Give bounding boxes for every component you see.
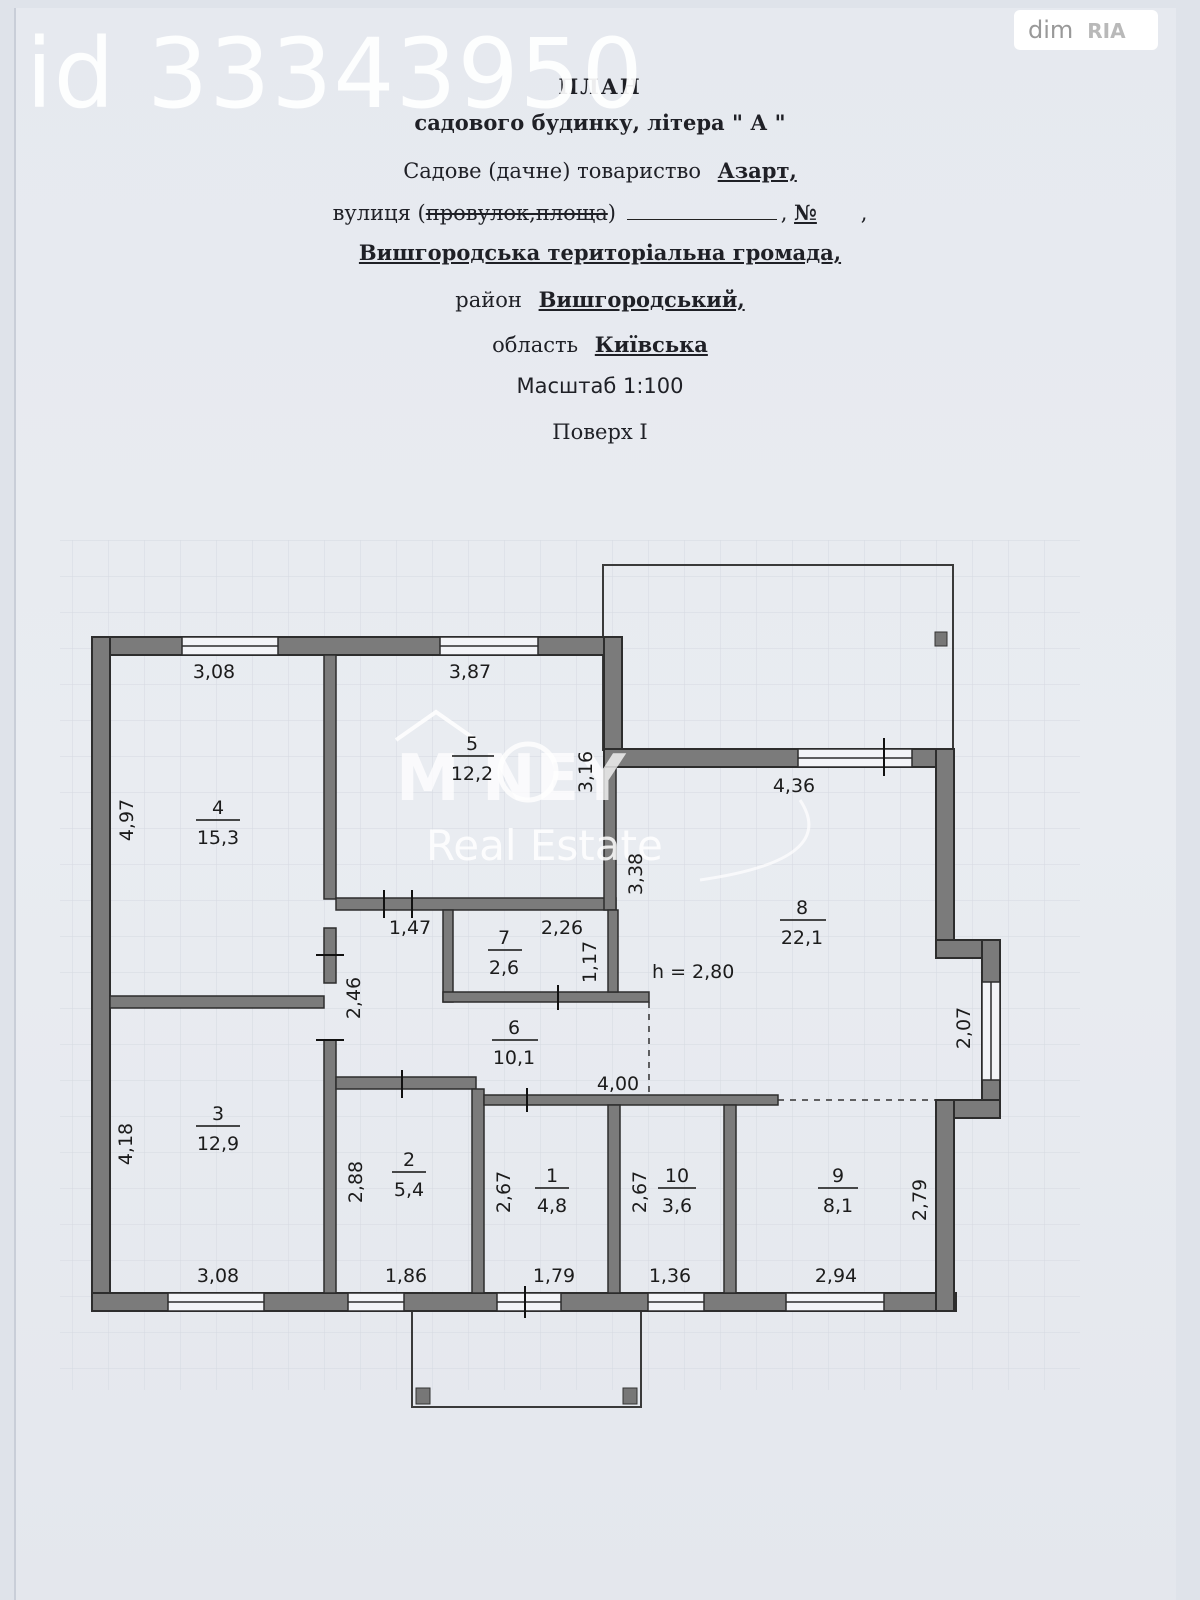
society-name: Азарт, <box>717 158 797 183</box>
porch-post-left <box>415 1387 431 1405</box>
room-10-area: 3,6 <box>662 1195 692 1217</box>
region-prefix: область <box>492 333 579 357</box>
porch-post-right <box>622 1387 638 1405</box>
room-10-number: 10 <box>665 1165 689 1187</box>
room-labels: 4 15,3 5 12,2 8 22,1 7 2,6 6 10,1 3 12,9… <box>196 733 858 1217</box>
grid-background <box>60 540 1080 1390</box>
site-logo-text: dim <box>1028 16 1074 44</box>
number-label: № <box>794 200 817 225</box>
dim-corridor-top: 1,47 <box>389 917 431 939</box>
room-9-area: 8,1 <box>823 1195 853 1217</box>
room-9-number: 9 <box>832 1165 844 1187</box>
room-4-area: 15,3 <box>197 827 239 849</box>
district-line: район Вишгородський, <box>0 287 1200 312</box>
dim-r8-side: 3,38 <box>625 853 647 895</box>
room-8-number: 8 <box>796 897 808 919</box>
vertical-dimensions: 4,97 3,16 3,38 2,07 1,17 2,46 4,18 2,88 … <box>115 751 975 1221</box>
room-5-number: 5 <box>466 733 478 755</box>
street-suffix: ) <box>607 201 616 225</box>
room-3-number: 3 <box>212 1103 224 1125</box>
dim-r7-top: 2,26 <box>541 917 583 939</box>
dim-r10-side: 2,67 <box>629 1171 651 1213</box>
ceiling-height: h = 2,80 <box>652 961 734 983</box>
dim-r1-side: 2,67 <box>493 1171 515 1213</box>
room-8-area: 22,1 <box>781 927 823 949</box>
dim-r9-bottom: 2,94 <box>815 1265 857 1287</box>
room-6-area: 10,1 <box>493 1047 535 1069</box>
district-prefix: район <box>455 288 522 312</box>
dim-r2-bottom: 1,86 <box>385 1265 427 1287</box>
site-logo-suffix: RIA <box>1087 19 1126 43</box>
dim-r8-top: 4,36 <box>773 775 815 797</box>
dim-r4-top: 3,08 <box>193 661 235 683</box>
street-blank <box>626 203 777 220</box>
room-4-number: 4 <box>212 797 224 819</box>
room-6-number: 6 <box>508 1017 520 1039</box>
plan-title: ПЛАН <box>558 74 642 99</box>
dim-r3-side: 4,18 <box>115 1123 137 1165</box>
agency-watermark: M NEY Real Estate <box>394 709 811 882</box>
dim-r7-side: 1,17 <box>579 941 601 983</box>
street-prefix: вулиця ( <box>332 201 426 225</box>
room-5-area: 12,2 <box>451 763 493 785</box>
dim-r8-right: 2,07 <box>953 1007 975 1049</box>
dim-r4-side: 4,97 <box>116 799 138 841</box>
room-7-number: 7 <box>498 927 510 949</box>
dim-corridor-side: 2,46 <box>343 977 365 1019</box>
dim-r10-bottom: 1,36 <box>649 1265 691 1287</box>
community-name: Вишгородська територіальна громада, <box>358 240 842 265</box>
dashed-boundaries <box>648 1002 936 1101</box>
agency-name: M NEY <box>396 742 626 816</box>
room-2-number: 2 <box>403 1149 415 1171</box>
dim-r3-bottom: 3,08 <box>197 1265 239 1287</box>
dim-corridor-bottom: 4,00 <box>597 1073 639 1095</box>
site-logo: dim RIA <box>1014 10 1158 50</box>
society-line: Садове (дачне) товариство Азарт, <box>0 158 1200 183</box>
room-3-area: 12,9 <box>197 1133 239 1155</box>
street-line: вулиця (провулок,площа) , № , <box>332 200 868 225</box>
windows <box>167 636 1001 1312</box>
region-name: Київська <box>594 332 708 357</box>
horizontal-dimensions: 3,08 3,87 4,36 2,26 1,47 4,00 3,08 1,86 … <box>193 661 857 1287</box>
community-line: Вишгородська територіальна громада, <box>0 240 1200 265</box>
dim-r2-side: 2,88 <box>345 1161 367 1203</box>
dim-r1-bottom: 1,79 <box>533 1265 575 1287</box>
dim-r5-top: 3,87 <box>449 661 491 683</box>
street-struck-text: провулок,площа <box>425 201 608 225</box>
agency-tagline: Real Estate <box>426 821 663 870</box>
room-7-area: 2,6 <box>489 957 519 979</box>
room-1-area: 4,8 <box>537 1195 567 1217</box>
region-line: область Київська <box>0 332 1200 357</box>
plan-subtitle: садового будинку, літера " А " <box>414 110 786 135</box>
terrace-post <box>934 631 948 647</box>
dim-r9-side: 2,79 <box>909 1179 931 1221</box>
scale-label: Масштаб 1:100 <box>516 374 684 398</box>
listing-id-watermark: id 33343950 <box>26 18 644 130</box>
door-marks <box>316 738 885 1318</box>
interior-walls <box>109 654 779 1294</box>
dim-r5-side: 3,16 <box>575 751 597 793</box>
room-2-area: 5,4 <box>394 1179 424 1201</box>
room-1-number: 1 <box>546 1165 558 1187</box>
floor-label: Поверх I <box>552 420 648 444</box>
society-prefix: Садове (дачне) товариство <box>403 159 701 183</box>
porch-outline <box>411 1305 642 1408</box>
district-name: Вишгородський, <box>538 287 745 312</box>
